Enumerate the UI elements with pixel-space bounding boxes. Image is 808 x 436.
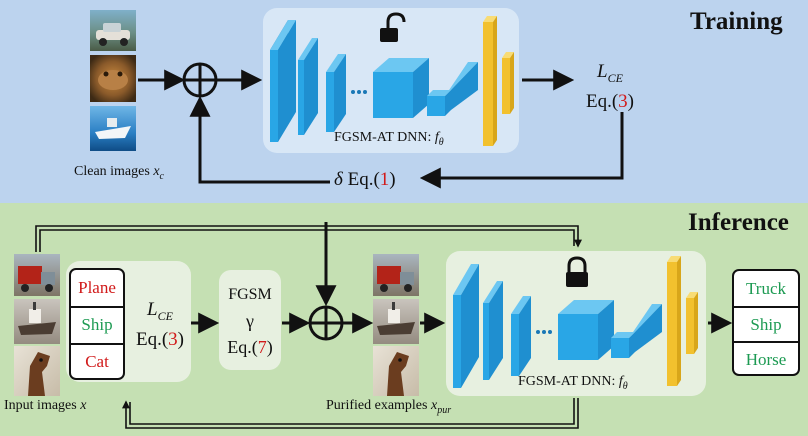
input-image-truck [14, 254, 60, 296]
unlocked-padlock-icon [380, 12, 406, 42]
purified-image-horse [373, 346, 419, 396]
fgsm-block: FGSM γ Eq.(7) [227, 286, 273, 357]
training-loss: LCE Eq.(3) [585, 61, 634, 112]
training-title: Training [690, 8, 783, 35]
clean-images-label: Clean images xc [74, 164, 164, 182]
training-network [270, 16, 514, 146]
inference-dnn-label: FGSM-AT DNN: fθ [518, 374, 628, 392]
locked-padlock-icon [566, 256, 588, 287]
inference-title: Inference [688, 209, 789, 236]
training-arrows [138, 69, 624, 189]
class-candidate-3: Cat [85, 352, 109, 371]
output-prediction-2: Ship [750, 315, 782, 334]
input-images-label: Input images x [4, 398, 87, 413]
inference-sum-circled-plus-icon [308, 305, 344, 341]
purified-image-truck [373, 254, 419, 296]
clean-image-frog [90, 55, 136, 102]
training-sum-circled-plus-icon [182, 62, 218, 98]
output-prediction-3: Horse [745, 350, 787, 369]
purified-image-ship [373, 299, 419, 344]
training-dnn-label: FGSM-AT DNN: fθ [334, 130, 444, 148]
input-image-horse [14, 346, 60, 396]
output-predictions-list: Truck Ship Horse [732, 269, 800, 376]
class-candidate-1: Plane [78, 278, 116, 297]
purified-examples-label: Purified examples xpur [326, 398, 452, 416]
class-candidate-2: Ship [81, 315, 113, 334]
output-prediction-1: Truck [746, 279, 786, 298]
inference-loss: LCE Eq.(3) [135, 299, 184, 350]
clean-image-boat [90, 106, 136, 151]
input-image-ship [14, 299, 60, 344]
inference-network [453, 256, 698, 388]
delta-perturbation-label: δ Eq.(1) [334, 169, 396, 190]
class-candidates-list: Plane Ship Cat [69, 268, 125, 380]
inference-arrows [35, 222, 733, 429]
fgsm-panel [219, 270, 281, 370]
clean-image-car [90, 10, 136, 51]
